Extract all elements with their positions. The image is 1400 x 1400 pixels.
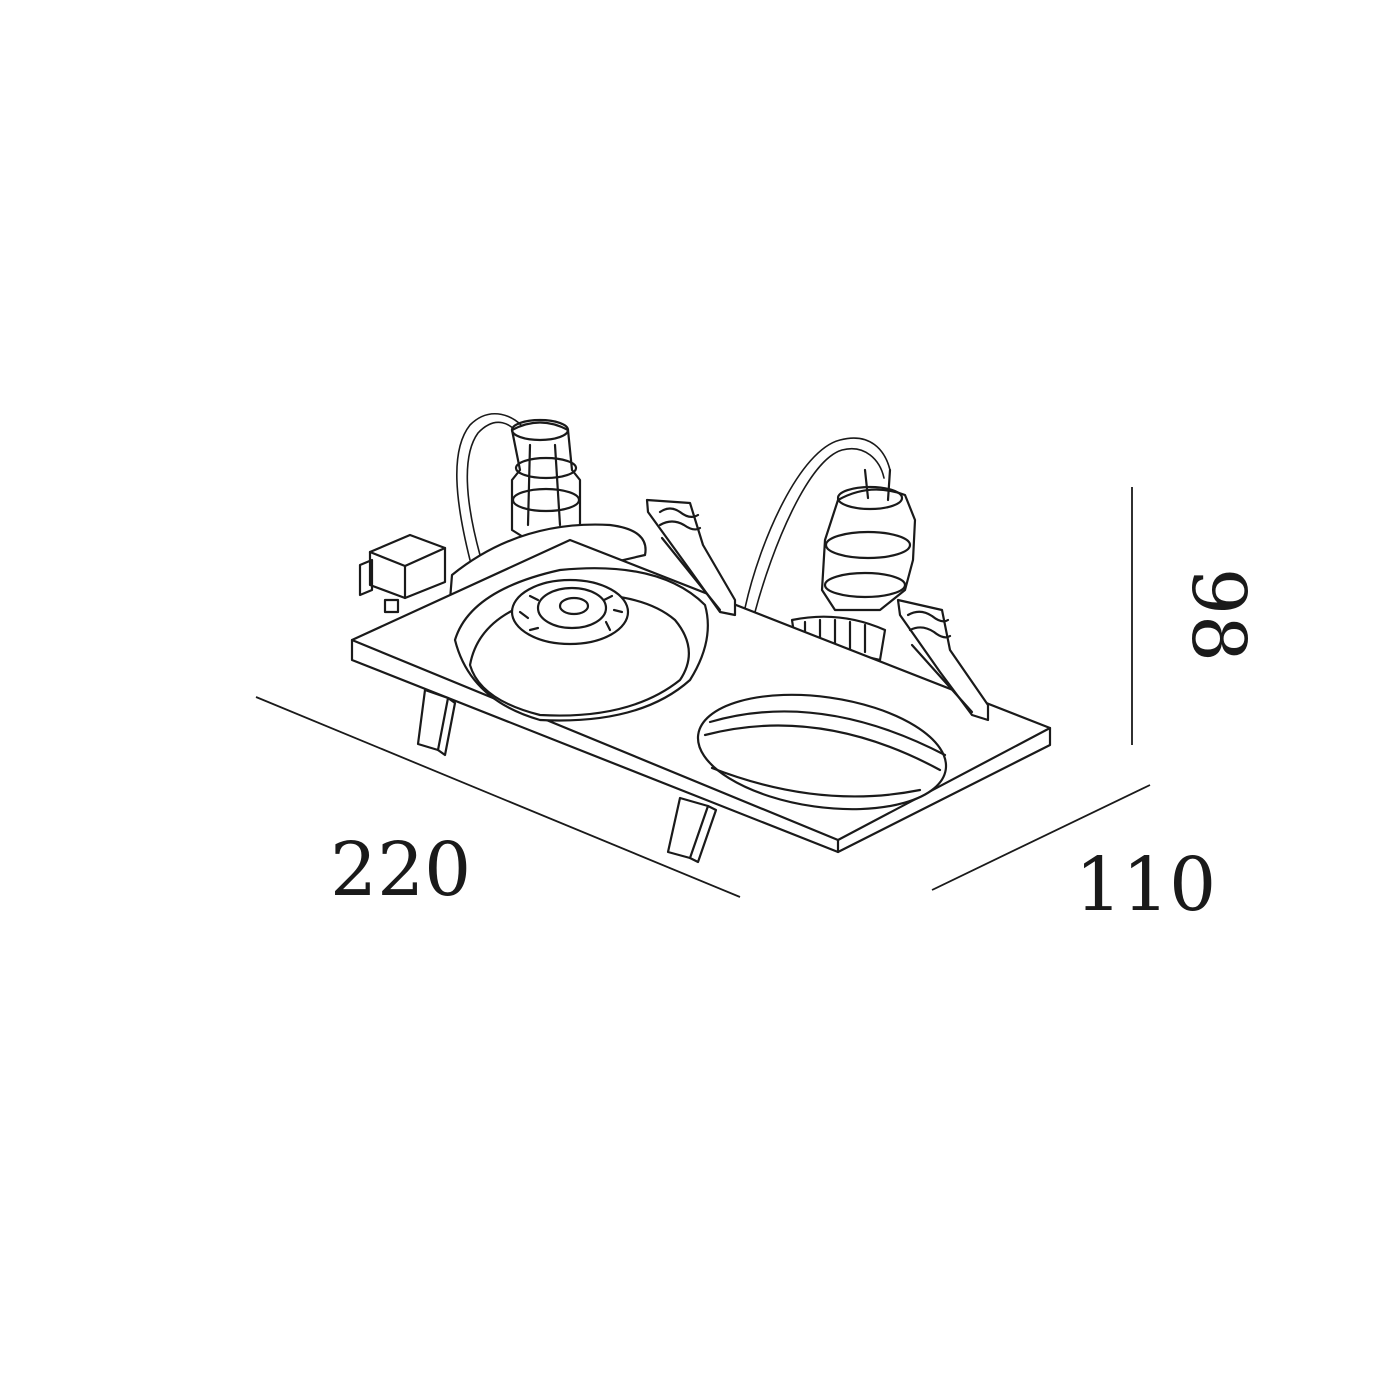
right-opening [696,693,948,811]
height-label: 98 [1175,568,1261,662]
left-opening [453,567,709,722]
spring-clip-right [896,598,990,722]
mounting-legs [416,688,718,864]
depth-label: 110 [1075,842,1216,928]
right-socket [820,468,917,612]
left-socket [510,418,582,542]
terminal-block [358,533,447,614]
depth-dimension-line [931,784,1151,891]
length-dimension-line [255,696,741,898]
mounting-plate [350,498,1052,864]
dimension-lines [255,487,1151,898]
right-lamp-assembly [744,437,917,662]
length-label: 220 [330,827,471,913]
spring-clip-left [645,498,737,617]
